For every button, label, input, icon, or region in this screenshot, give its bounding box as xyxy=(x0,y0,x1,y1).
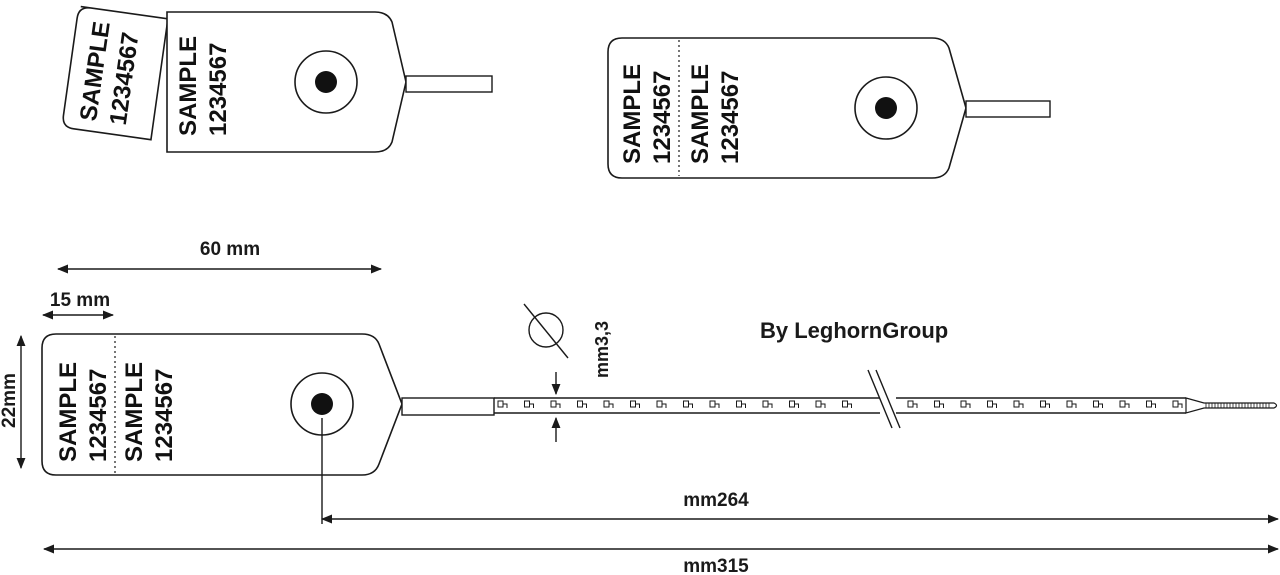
strap-tooth xyxy=(550,400,561,408)
dimension-264mm: mm264 xyxy=(320,418,1280,524)
tag-word: SAMPLE xyxy=(175,36,202,136)
diameter-callout: mm3,3 xyxy=(523,303,612,442)
strap-tooth xyxy=(524,400,534,408)
stub-word: SAMPLE xyxy=(55,362,82,462)
strap-tooth xyxy=(656,400,667,408)
strap-tooth xyxy=(842,400,852,408)
tag-number: 1234567 xyxy=(717,71,744,164)
tip-serrations xyxy=(1205,403,1270,408)
strap-neck xyxy=(401,397,495,416)
strap-tooth xyxy=(1119,400,1130,408)
strap-tooth xyxy=(960,400,971,408)
strap-tooth xyxy=(577,400,587,408)
strap-tooth xyxy=(1066,400,1077,408)
strap-tooth xyxy=(789,400,799,408)
strap-tooth xyxy=(762,400,773,408)
hole xyxy=(875,97,897,119)
detached-stub: SAMPLE 1234567 xyxy=(62,5,169,141)
tag-number: 1234567 xyxy=(205,43,232,136)
strap-tooth xyxy=(1013,400,1024,408)
break-icon xyxy=(867,369,901,429)
tag-number: 1234567 xyxy=(151,369,178,462)
strap-tooth xyxy=(987,400,997,408)
tag-body xyxy=(41,333,403,476)
dimension-label: 60 mm xyxy=(200,239,260,260)
strap-left xyxy=(494,397,880,414)
dimension-60mm: 60 mm xyxy=(56,239,383,274)
strap-right xyxy=(896,397,1186,414)
dimension-label: mm264 xyxy=(683,490,749,511)
strap-tooth xyxy=(736,400,746,408)
strap-tooth xyxy=(1093,400,1103,408)
strap-tooth xyxy=(1146,400,1156,408)
seal-top-right: SAMPLE 1234567 SAMPLE 1234567 xyxy=(607,37,1051,179)
hole xyxy=(311,393,333,415)
tag-body xyxy=(607,37,967,179)
dimension-22mm: 22mm xyxy=(0,334,26,470)
dimension-label: 22mm xyxy=(0,373,20,428)
dimension-315mm: mm315 xyxy=(42,544,1280,575)
strap-tooth xyxy=(907,400,918,408)
stub-number: 1234567 xyxy=(85,369,112,462)
strap-tooth xyxy=(683,400,693,408)
dimension-label: 15 mm xyxy=(50,290,110,311)
strap-tooth xyxy=(815,400,826,408)
tag-word: SAMPLE xyxy=(121,362,148,462)
stub-number: 1234567 xyxy=(649,71,676,164)
strap-tooth xyxy=(1040,400,1050,408)
dimension-label: mm315 xyxy=(683,556,749,575)
strap-tip xyxy=(1185,397,1278,414)
tag-body xyxy=(166,11,407,153)
seal-top-left: SAMPLE 1234567 SAMPLE 1234567 xyxy=(62,5,493,153)
strap-tooth xyxy=(603,400,614,408)
diameter-icon xyxy=(523,303,569,359)
stub-word: SAMPLE xyxy=(619,64,646,164)
credit-text: By LeghornGroup xyxy=(760,318,948,343)
dimension-15mm: 15 mm xyxy=(41,290,115,320)
seal-bottom-full: SAMPLE 1234567 SAMPLE 1234567 xyxy=(41,333,1278,476)
strap-tooth xyxy=(497,400,508,408)
strap-tooth xyxy=(934,400,944,408)
strap-stub xyxy=(405,75,493,93)
hole xyxy=(315,71,337,93)
strap-stub xyxy=(965,100,1051,118)
strap-tooth xyxy=(709,400,720,408)
strap-tooth xyxy=(1172,400,1183,408)
diameter-label: mm3,3 xyxy=(592,321,612,378)
tag-word: SAMPLE xyxy=(687,64,714,164)
strap-tooth xyxy=(630,400,640,408)
